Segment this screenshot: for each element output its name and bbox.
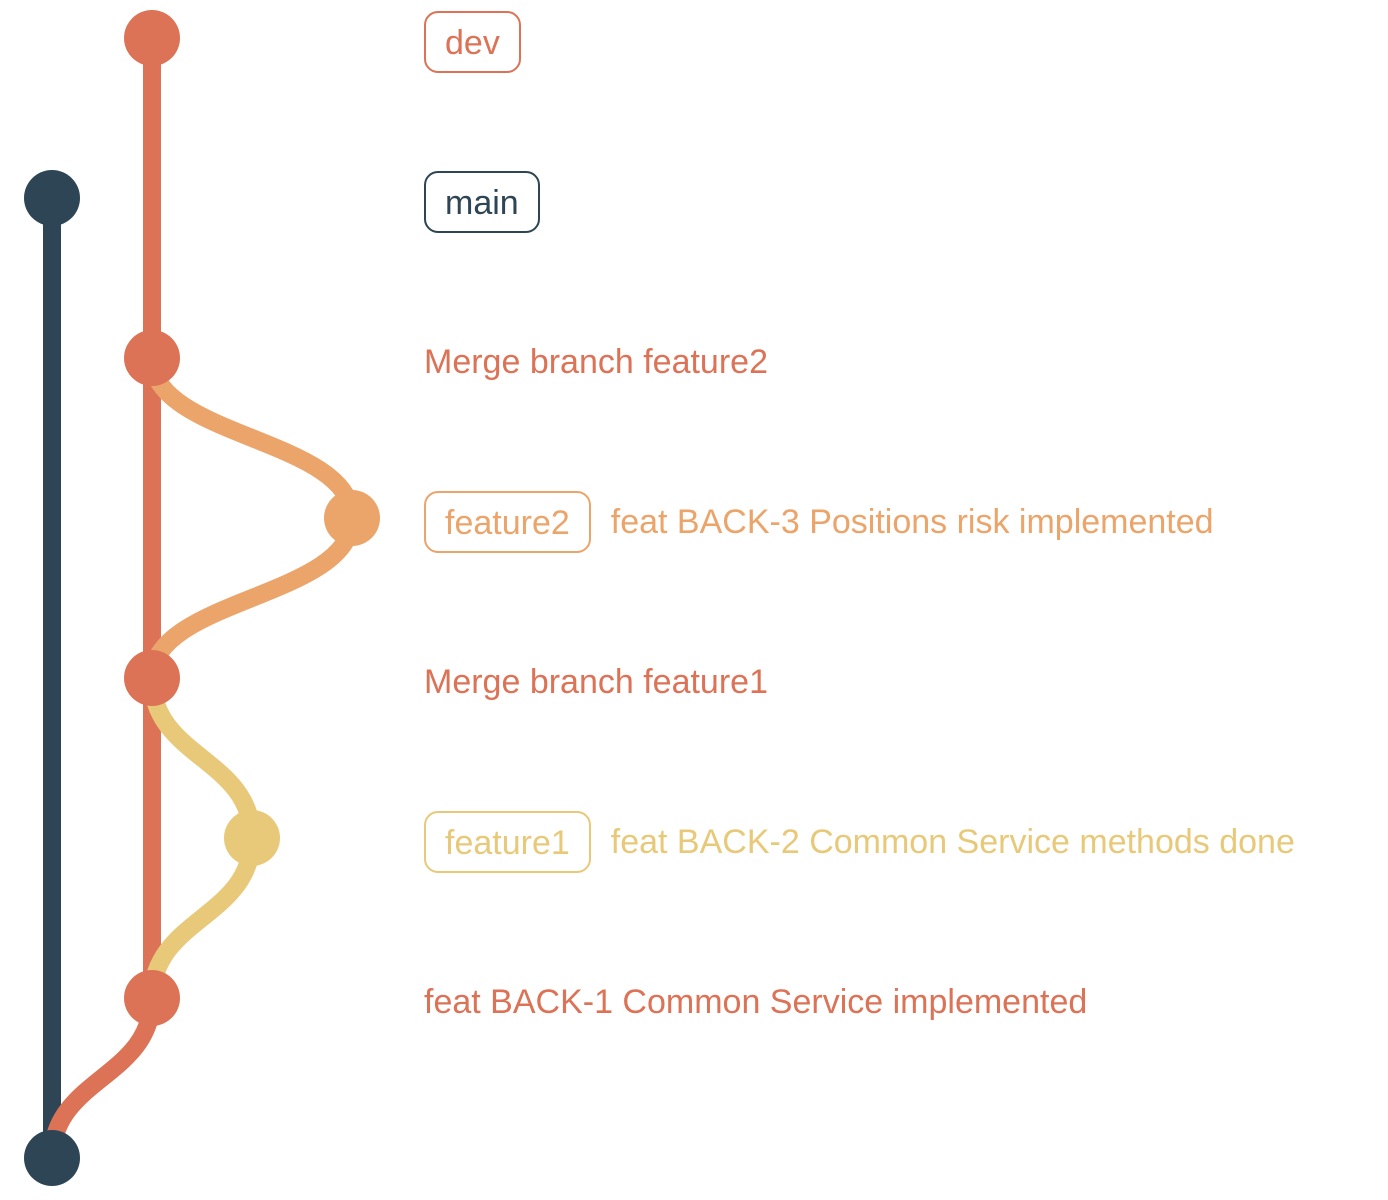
commit-message: Merge branch feature1 — [424, 663, 768, 701]
commit-row: feature2 feat BACK-3 Positions risk imple… — [424, 491, 1214, 553]
commit-node-feature2[interactable] — [324, 490, 380, 546]
commit-row: feature1 feat BACK-2 Common Service metho… — [424, 811, 1295, 873]
branch-tag-main[interactable]: main — [424, 171, 540, 233]
commit-row: feat BACK-1 Common Service implemented — [424, 972, 1087, 1032]
commit-node-dev[interactable] — [124, 650, 180, 706]
commit-node-dev[interactable] — [124, 970, 180, 1026]
commit-message: feat BACK-2 Common Service methods done — [610, 823, 1295, 861]
commit-node-feature1[interactable] — [224, 810, 280, 866]
commit-row: main — [424, 171, 560, 233]
feature1-fork-curve — [143, 829, 261, 1007]
branch-tag-feature1[interactable]: feature1 — [424, 811, 591, 873]
commit-node-dev[interactable] — [124, 10, 180, 66]
commit-message: feat BACK-3 Positions risk implemented — [610, 503, 1214, 541]
dev-fork-curve — [43, 989, 161, 1167]
commit-node-dev[interactable] — [124, 330, 180, 386]
commit-row: dev — [424, 11, 541, 73]
commit-node-main[interactable] — [24, 1130, 80, 1186]
branch-tag-feature2[interactable]: feature2 — [424, 491, 591, 553]
branch-tag-dev[interactable]: dev — [424, 11, 521, 73]
commit-row: Merge branch feature1 — [424, 652, 768, 712]
commit-message: feat BACK-1 Common Service implemented — [424, 983, 1088, 1021]
commit-row: Merge branch feature2 — [424, 332, 768, 392]
commit-nodes — [24, 10, 380, 1186]
branch-edges — [43, 29, 361, 1167]
commit-message: Merge branch feature2 — [424, 343, 768, 381]
feature2-merge-curve — [143, 349, 361, 527]
commit-node-main[interactable] — [24, 170, 80, 226]
feature1-merge-curve — [143, 669, 261, 847]
feature2-fork-curve — [143, 509, 361, 687]
